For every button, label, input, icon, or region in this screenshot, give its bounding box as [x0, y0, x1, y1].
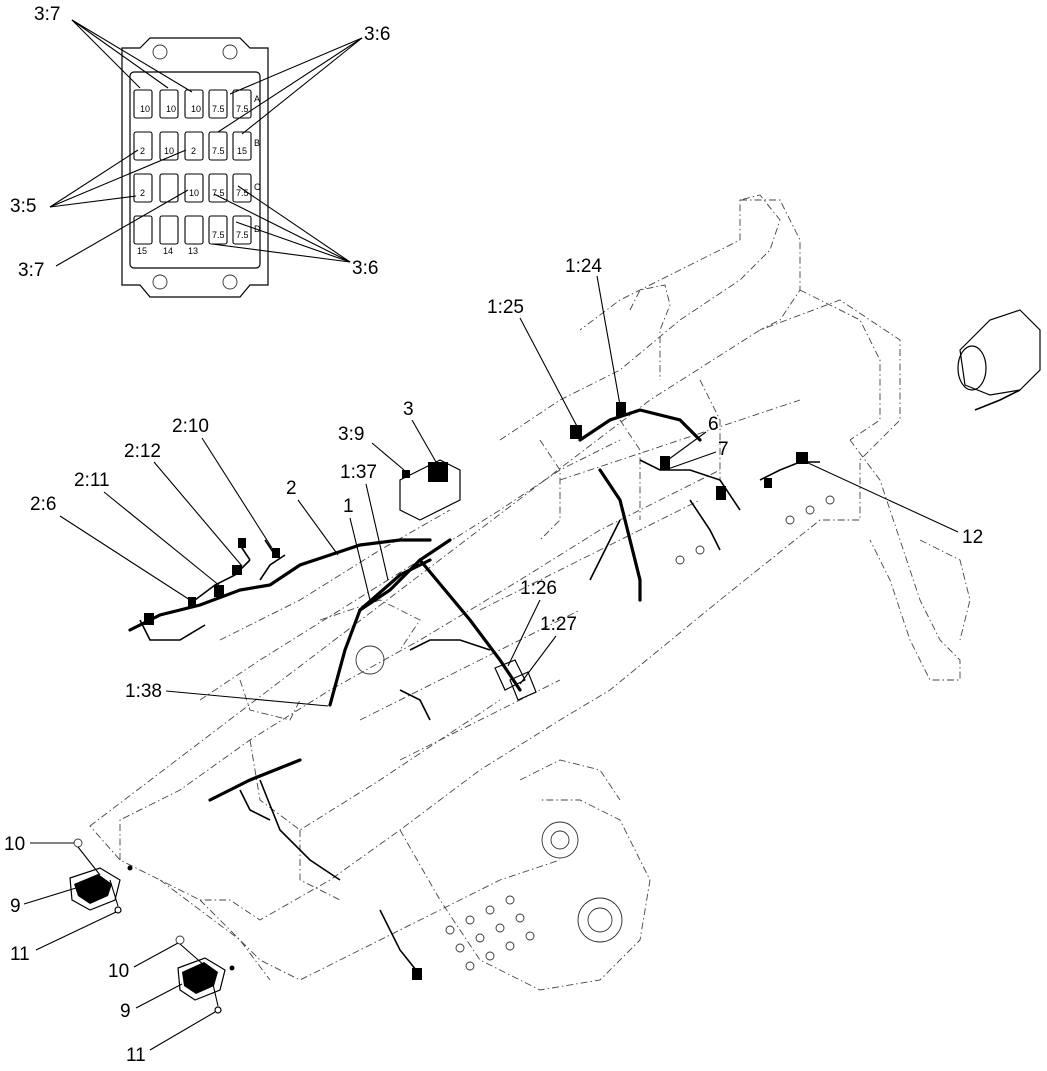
callout-1-27: 1:27	[540, 614, 577, 635]
callout-10-lower: 10	[108, 961, 129, 982]
callout-6: 6	[708, 414, 719, 435]
rear-motor	[957, 309, 1041, 411]
callout-10-upper: 10	[4, 834, 25, 855]
fuse-rating: 10	[189, 188, 199, 198]
fuse-rating: 10	[164, 146, 174, 156]
fuse-rating: 10	[191, 104, 201, 114]
callout-11-upper: 11	[10, 944, 30, 965]
fuse-block-detail: 10 10 10 7.5 7.5 A 2 10 2 7.5 15 B 2	[121, 37, 269, 298]
fuse-rating: 7.5	[236, 188, 249, 198]
fuse-rating: 2	[140, 146, 145, 156]
fuse-rating: 13	[188, 246, 198, 256]
footplate-holes	[355, 495, 835, 971]
callout-11-lower: 11	[126, 1045, 146, 1066]
callout-3-5: 3:5	[10, 196, 36, 217]
fuse-row-a: 10 10 10 7.5 7.5 A	[133, 89, 260, 119]
callout-2-10: 2:10	[172, 416, 209, 437]
fuse-row-d: 15 14 13 7.5 7.5 D	[133, 215, 261, 256]
callout-3-7-top: 3:7	[34, 4, 60, 25]
callout-3-6-top: 3:6	[364, 24, 390, 45]
fuse-rating: 15	[137, 246, 147, 256]
fuse-rating: 7.5	[236, 230, 249, 240]
callout-1-25: 1:25	[487, 297, 524, 318]
fuse-block-part	[399, 459, 461, 521]
callout-1-26: 1:26	[520, 578, 557, 599]
switch-assembly-upper	[69, 838, 133, 914]
fuse-row-letter: A	[254, 94, 260, 104]
fuse-block-callouts: 3:7 3:6 3:5 3:7 3:6	[10, 4, 390, 281]
callout-2: 2	[286, 478, 297, 499]
callout-3: 3	[403, 399, 414, 420]
callout-1-37: 1:37	[340, 462, 377, 483]
callout-12: 12	[962, 527, 983, 548]
fuse-rating: 7.5	[212, 146, 225, 156]
fuse-rating: 7.5	[236, 104, 249, 114]
callout-2-12: 2:12	[124, 441, 161, 462]
callout-2-6: 2:6	[30, 494, 56, 515]
callout-9-upper: 9	[10, 896, 21, 917]
fuse-rating: 10	[166, 104, 176, 114]
fuse-rating: 2	[191, 146, 196, 156]
callout-1: 1	[343, 496, 354, 517]
fuse-row-letter: B	[254, 138, 260, 148]
chassis-frame	[89, 194, 1041, 991]
main-callouts: 1:24 1:25 3 3:9 6 7 12 2:10 2:12 2:11 2 …	[4, 256, 983, 1066]
callout-9-lower: 9	[120, 1001, 131, 1022]
callout-3-9: 3:9	[338, 424, 364, 445]
callout-1-24: 1:24	[565, 256, 602, 277]
fuse-row-b: 2 10 2 7.5 15 B	[133, 131, 260, 161]
callout-3-7-bottom: 3:7	[18, 260, 44, 281]
wire-harnesses	[128, 402, 820, 980]
callout-1-38: 1:38	[125, 681, 162, 702]
fuse-rating: 10	[140, 104, 150, 114]
fuse-rating: 2	[140, 188, 145, 198]
callout-2-11: 2:11	[74, 470, 110, 491]
callout-3-6-bottom: 3:6	[352, 258, 378, 279]
fuse-rating: 7.5	[212, 104, 225, 114]
fuse-rating: 15	[237, 146, 247, 156]
fuse-row-c: 2 10 7.5 7.5 C	[133, 173, 261, 203]
callout-7: 7	[718, 439, 729, 460]
fuse-rating: 7.5	[212, 230, 225, 240]
fuse-rating: 14	[163, 246, 173, 256]
fuse-rating: 7.5	[212, 188, 225, 198]
switch-assembly-lower	[175, 935, 235, 1014]
fuse-row-letter: C	[254, 182, 261, 192]
